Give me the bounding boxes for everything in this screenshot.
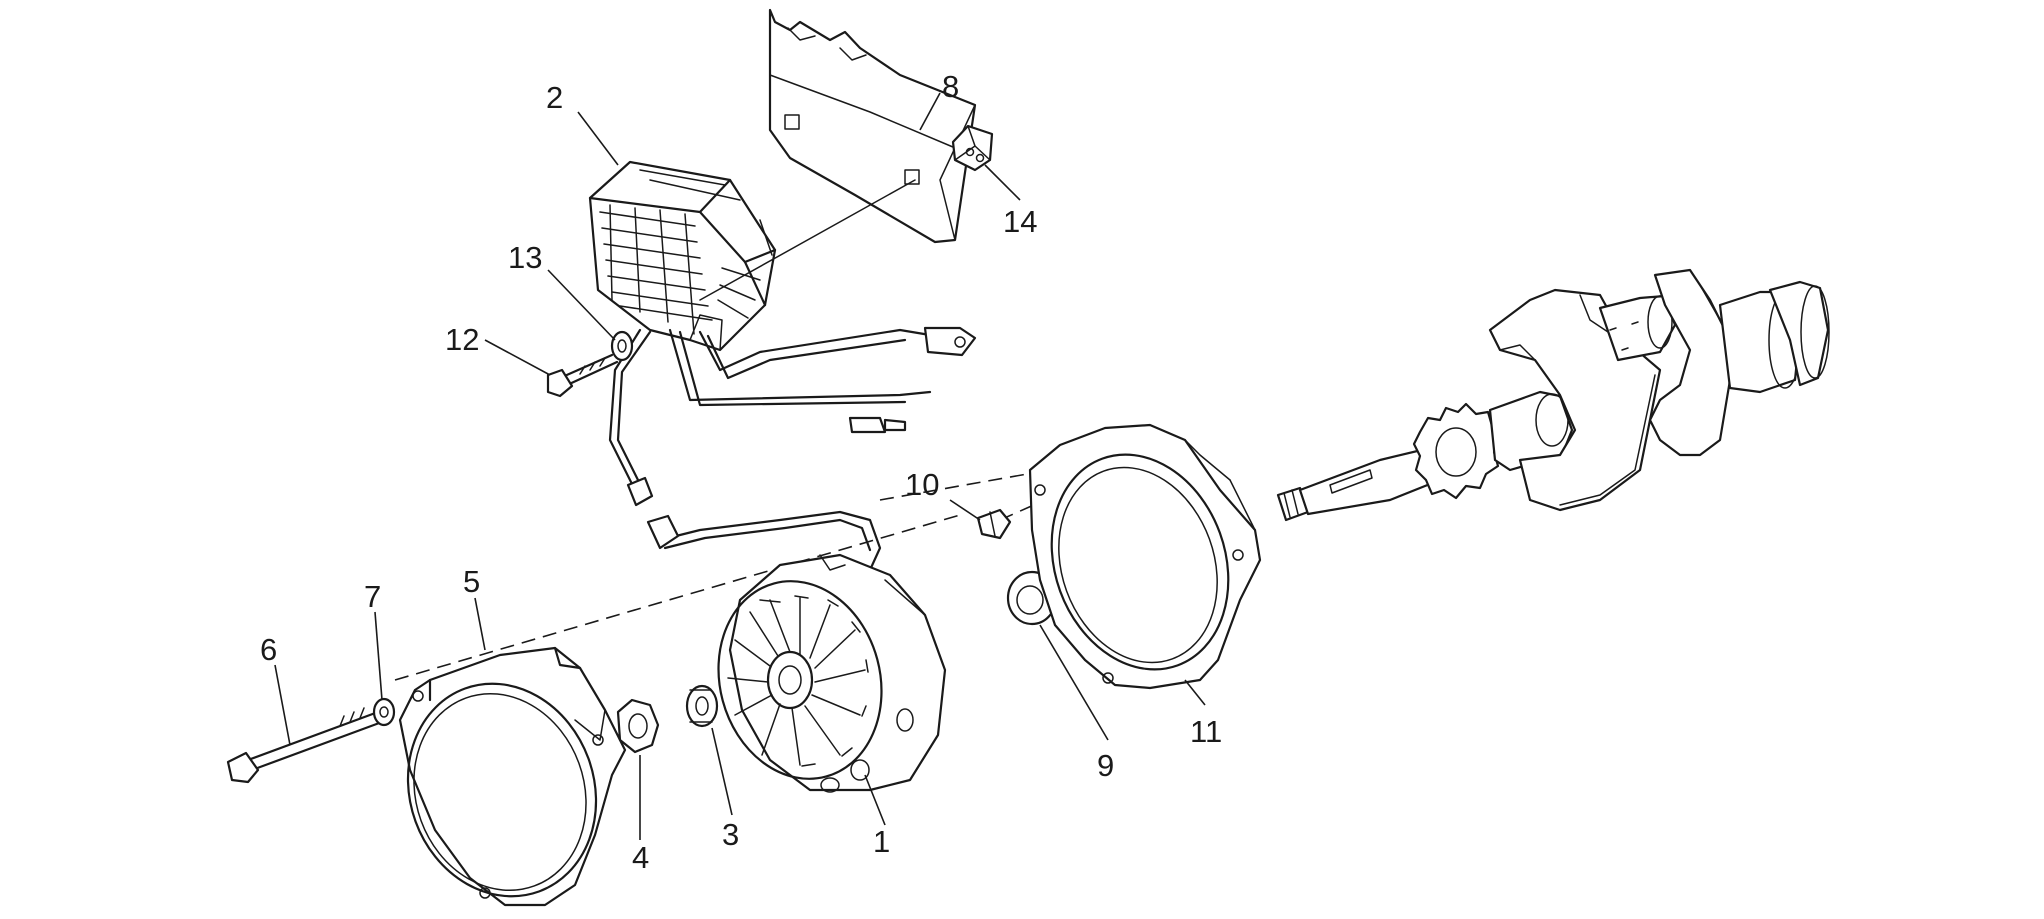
part-10-woodruff-key bbox=[976, 508, 1012, 540]
callout-2: 2 bbox=[546, 80, 563, 115]
callout-9: 9 bbox=[1097, 748, 1114, 783]
part-13-washer bbox=[610, 330, 634, 362]
regulator-bracket-line bbox=[699, 179, 916, 301]
callout-6: 6 bbox=[260, 632, 277, 667]
part-3-spacer bbox=[685, 684, 719, 728]
part-1-rotor bbox=[717, 553, 947, 793]
part-4-nut bbox=[616, 698, 660, 754]
wiring-harness bbox=[608, 326, 977, 592]
callout-8: 8 bbox=[942, 69, 959, 104]
part-11-rear-cover bbox=[1028, 423, 1262, 690]
part-2-voltage-regulator bbox=[588, 160, 777, 352]
callout-13: 13 bbox=[508, 240, 542, 275]
callout-3: 3 bbox=[722, 817, 739, 852]
callout-14: 14 bbox=[1003, 204, 1037, 239]
leader-lines bbox=[274, 92, 1206, 840]
part-5-front-cover bbox=[398, 646, 627, 907]
part-14-connector-clip bbox=[951, 124, 994, 172]
part-12-bolt bbox=[546, 353, 619, 398]
callout-10: 10 bbox=[905, 467, 939, 502]
callout-7: 7 bbox=[364, 579, 381, 614]
part-6-long-bolt bbox=[226, 707, 384, 784]
assembly-axis bbox=[394, 469, 1051, 681]
callout-5: 5 bbox=[463, 564, 480, 599]
callout-1: 1 bbox=[873, 824, 890, 859]
callout-4: 4 bbox=[632, 840, 649, 875]
callout-labels: 1 2 3 4 5 6 7 8 9 10 11 12 13 14 bbox=[260, 69, 1222, 875]
crankshaft bbox=[1276, 268, 1830, 522]
part-8-mounting-bracket bbox=[768, 8, 977, 244]
callout-12: 12 bbox=[445, 322, 479, 357]
part-7-washer bbox=[372, 697, 396, 727]
callout-11: 11 bbox=[1190, 714, 1222, 749]
